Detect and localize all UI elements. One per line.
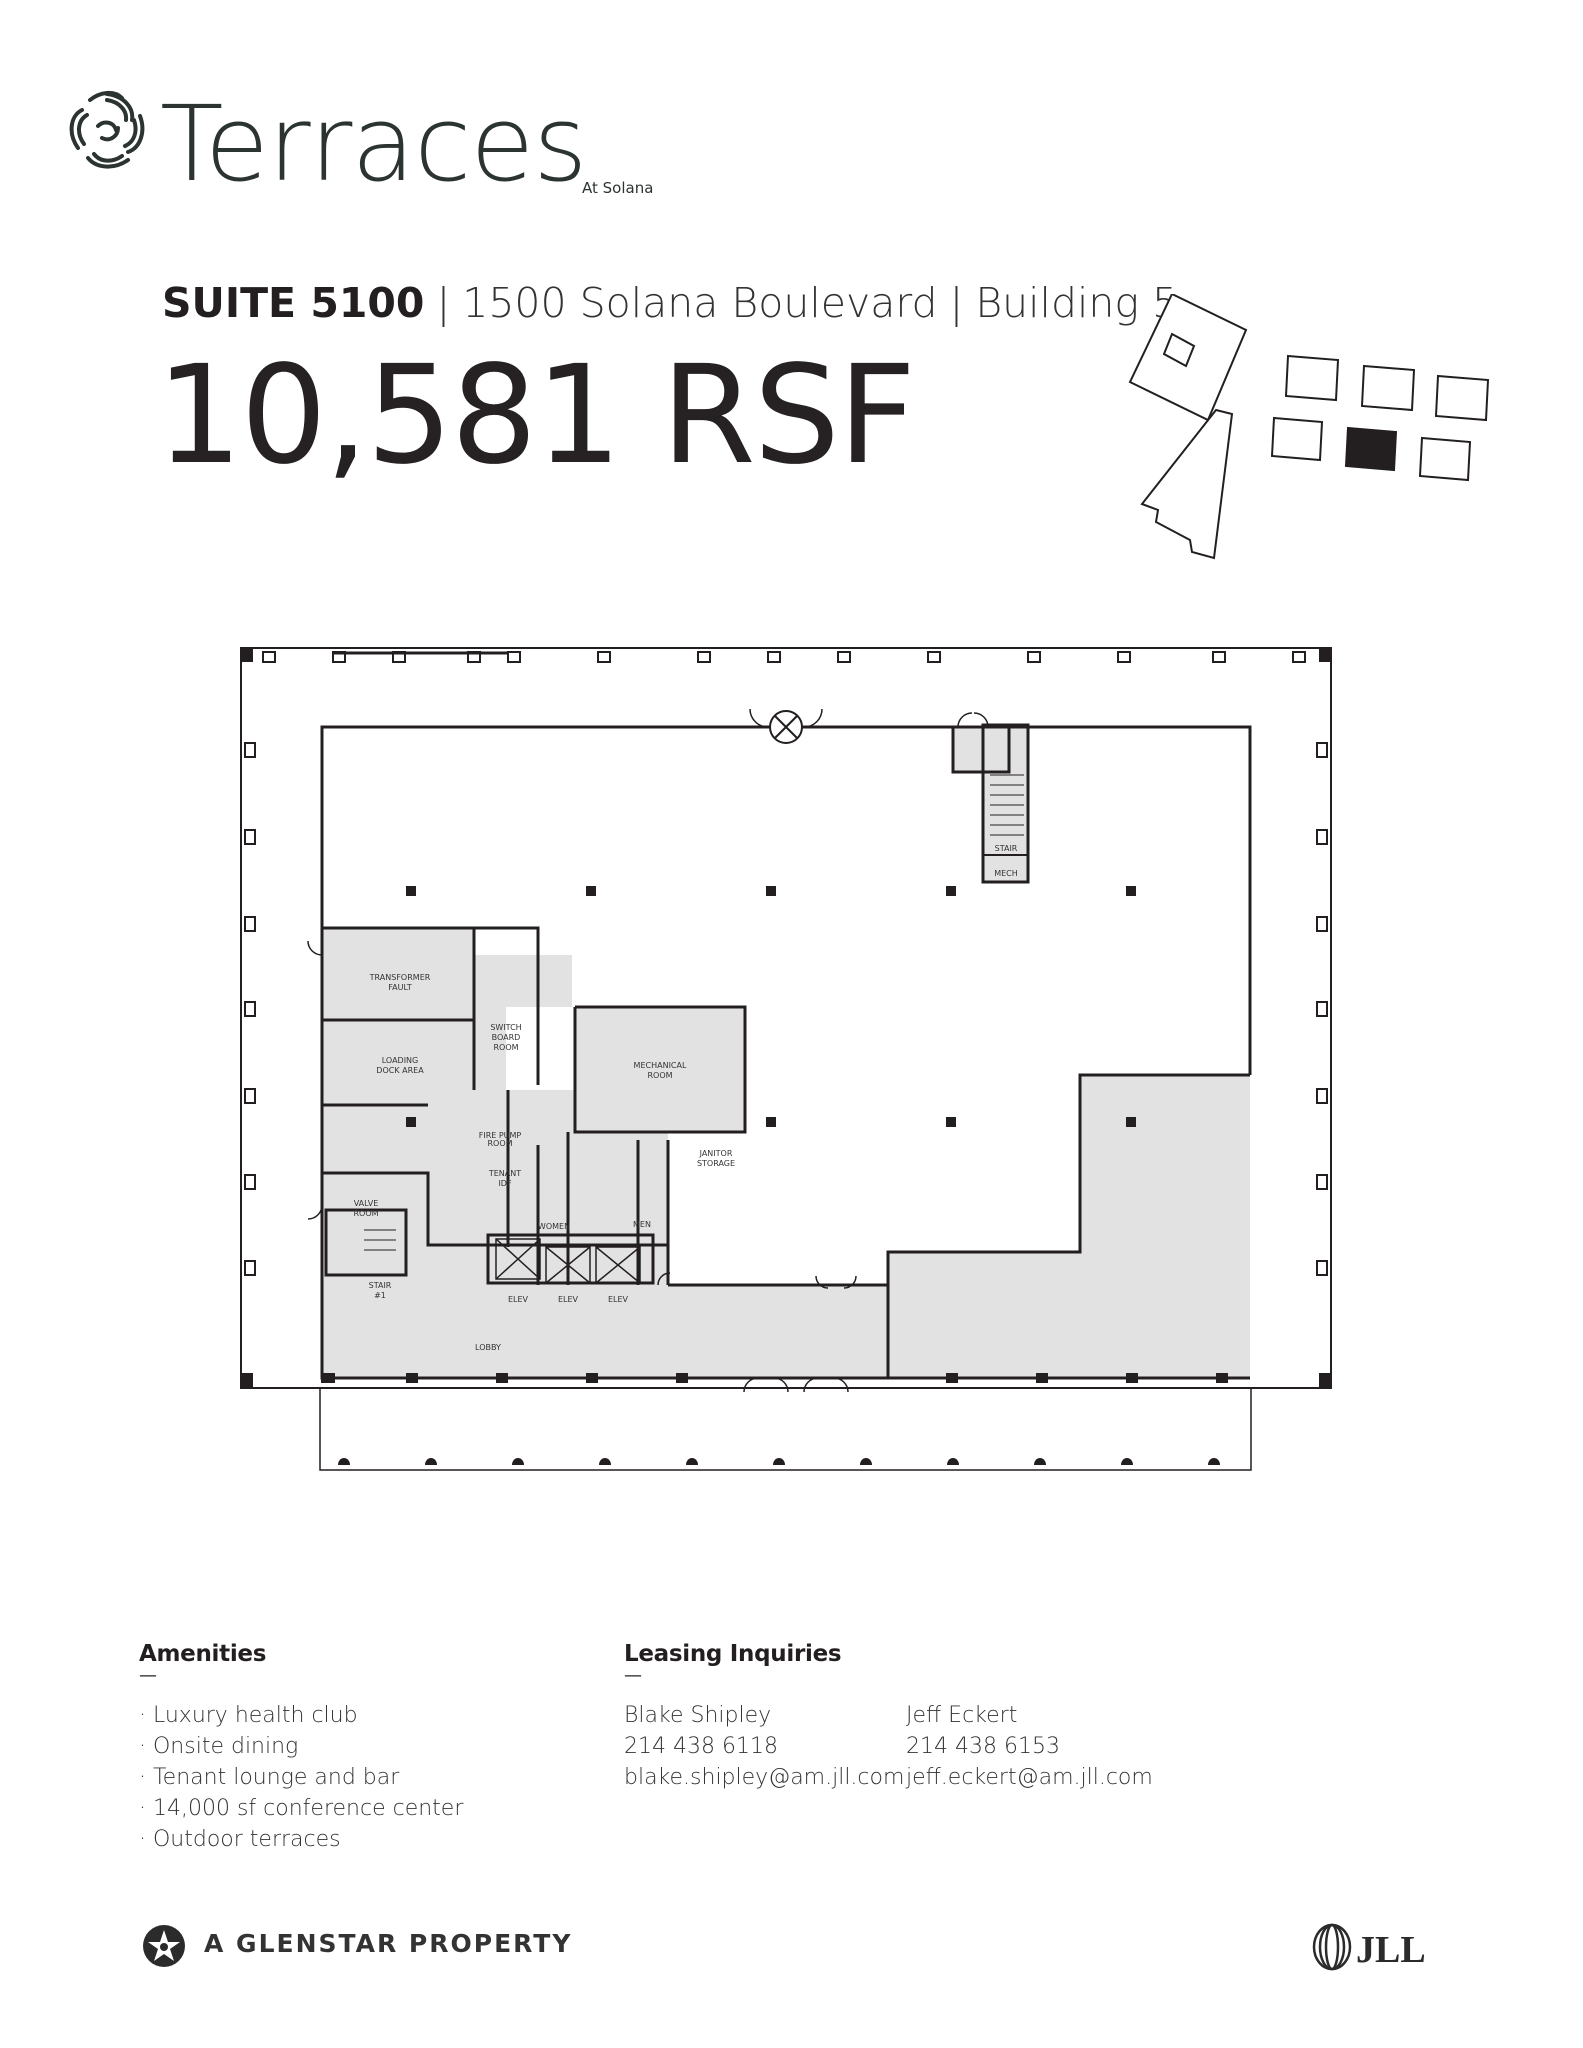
room-elev-label-3: ELEV <box>608 1295 629 1304</box>
site-building-6 <box>1270 416 1324 462</box>
site-building-1-inner <box>1162 332 1196 368</box>
jll-logo: JLL <box>1312 1923 1426 1971</box>
floor-plan: TRANSFORMER FAULT SWITCH BOARD ROOM LOAD… <box>240 647 1332 1471</box>
site-building-8 <box>1418 436 1472 482</box>
contact-phone[interactable]: 214 438 6153 <box>906 1734 1060 1759</box>
room-janitor-label: JANITOR <box>699 1149 733 1158</box>
terraces-logo-icon <box>69 91 145 169</box>
room-fire-pump-label-2: ROOM <box>487 1139 512 1148</box>
room-transformer-label: TRANSFORMER <box>369 973 431 982</box>
room-switch-label-2: BOARD <box>492 1033 521 1042</box>
contact-phone[interactable]: 214 438 6118 <box>624 1734 778 1759</box>
room-women-label: WOMEN <box>538 1222 570 1231</box>
list-item: · Outdoor terraces <box>139 1827 341 1852</box>
suite-number: SUITE 5100 <box>162 279 425 327</box>
contact-jeff: Jeff Eckert 214 438 6153 jeff.eckert@am.… <box>906 1700 1153 1793</box>
contact-email[interactable]: jeff.eckert@am.jll.com <box>906 1765 1153 1790</box>
rentable-square-feet: 10,581 RSF <box>156 337 916 495</box>
site-building-suite <box>1344 426 1398 472</box>
room-mechanical-label: MECHANICAL <box>634 1061 687 1070</box>
separator: | <box>436 279 451 327</box>
room-elev-label-2: ELEV <box>558 1295 579 1304</box>
room-valve-label: VALVE <box>354 1199 379 1208</box>
list-item: · Luxury health club <box>139 1703 358 1728</box>
site-map <box>1128 294 1490 560</box>
room-tenant-idf-label: TENANT <box>488 1169 521 1178</box>
room-janitor-label-2: STORAGE <box>697 1159 735 1168</box>
room-fire-pump-label: FIRE PUMP <box>479 1131 522 1140</box>
list-item: · Onsite dining <box>139 1734 299 1759</box>
room-switch-label-3: ROOM <box>493 1043 518 1052</box>
jll-wordmark: JLL <box>1356 1929 1426 1971</box>
suite-line: SUITE 5100|1500 Solana Boulevard|Buildin… <box>162 283 1178 324</box>
site-building-3 <box>1284 354 1340 402</box>
contact-email[interactable]: blake.shipley@am.jll.com <box>624 1765 905 1790</box>
suite-building: Building 5 <box>975 279 1179 327</box>
room-switch-label: SWITCH <box>490 1023 521 1032</box>
glenstar-tagline: A GLENSTAR PROPERTY <box>204 1929 573 1958</box>
contact-blake: Blake Shipley 214 438 6118 blake.shipley… <box>624 1700 904 1793</box>
leasing-heading: Leasing Inquiries <box>624 1641 842 1667</box>
room-stair1-label-2: #1 <box>374 1291 386 1300</box>
room-elev-label-1: ELEV <box>508 1295 529 1304</box>
leasing-divider: — <box>624 1665 642 1686</box>
contact-name: Blake Shipley <box>624 1703 772 1728</box>
brand-name: Terraces <box>160 83 587 205</box>
room-valve-label-2: ROOM <box>353 1209 378 1218</box>
room-stair1-label: STAIR <box>369 1281 392 1290</box>
room-men-label: MEN <box>633 1220 651 1229</box>
brand-subtitle: At Solana <box>582 179 654 197</box>
separator: | <box>949 279 964 327</box>
room-loading-label: LOADING <box>382 1056 419 1065</box>
site-building-4 <box>1360 364 1416 412</box>
room-loading-label-2: DOCK AREA <box>376 1066 424 1075</box>
room-transformer-label-2: FAULT <box>388 983 412 992</box>
suite-address: 1500 Solana Boulevard <box>462 279 938 327</box>
room-lobby-label: LOBBY <box>475 1343 501 1352</box>
room-mechanical-label-2: ROOM <box>647 1071 672 1080</box>
contact-name: Jeff Eckert <box>906 1703 1018 1728</box>
room-mech-label: MECH <box>994 869 1018 878</box>
site-building-2 <box>1140 408 1234 560</box>
list-item: · Tenant lounge and bar <box>139 1765 400 1790</box>
amenities-heading: Amenities <box>139 1641 267 1667</box>
amenities-divider: — <box>139 1665 157 1686</box>
room-stair-label: STAIR <box>995 844 1018 853</box>
amenities-list: · Luxury health club · Onsite dining · T… <box>139 1700 463 1855</box>
list-item: · 14,000 sf conference center <box>139 1796 464 1821</box>
site-building-5 <box>1434 374 1490 422</box>
room-tenant-idf-label-2: IDF <box>498 1179 512 1188</box>
glenstar-icon <box>143 1925 185 1967</box>
